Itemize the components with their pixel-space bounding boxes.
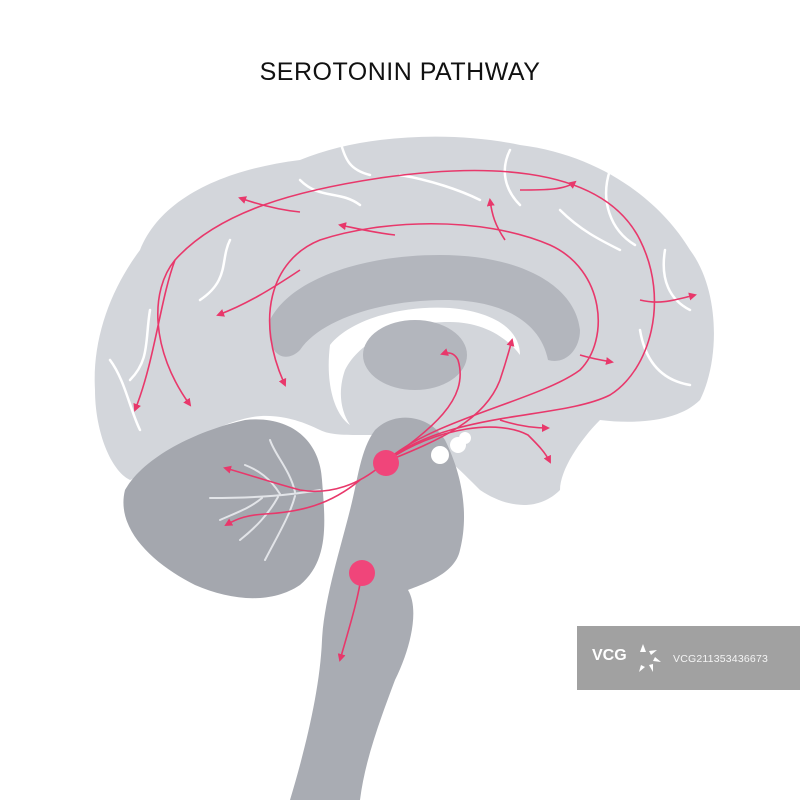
watermark: VCG VCG211353436673	[577, 626, 800, 690]
pathway-outer-branch-left	[133, 259, 176, 412]
serotonin-pathways	[133, 169, 697, 662]
watermark-logo-icon	[639, 644, 661, 672]
watermark-brand: VCG	[592, 647, 627, 664]
pathway-inner-branch-front	[486, 198, 506, 241]
thalamus	[363, 320, 467, 390]
pathway-outer-branch-top	[238, 196, 301, 213]
pathway-hypothalamic-2	[499, 419, 550, 432]
pathway-inner-branch-top	[338, 222, 396, 236]
pathway-hypothalamic	[384, 426, 551, 464]
pathway-outer-branch-front	[519, 180, 577, 191]
pathway-outer-branch-tip	[639, 292, 697, 303]
pathway-inner-branch-down	[579, 354, 614, 365]
pathway-thalamic	[384, 348, 461, 463]
mammillary-bodies	[431, 432, 471, 464]
pathway-cerebellar-lower	[224, 479, 361, 527]
pathway-cerebellar-upper	[223, 461, 386, 493]
page-title: SEROTONIN PATHWAY	[259, 58, 541, 86]
pathway-thalamic-2	[384, 338, 515, 463]
brainstem	[290, 417, 465, 800]
raphe-nucleus-caudal	[349, 560, 375, 586]
corpus-callosum	[269, 255, 580, 361]
watermark-id: VCG211353436673	[673, 653, 769, 665]
raphe-nucleus-rostral	[373, 450, 399, 476]
cerebral-peduncle-highlight	[323, 509, 332, 601]
pathway-inner-branch-left	[216, 269, 301, 317]
cerebellum	[123, 419, 325, 599]
pathway-inner-arc	[268, 222, 599, 463]
